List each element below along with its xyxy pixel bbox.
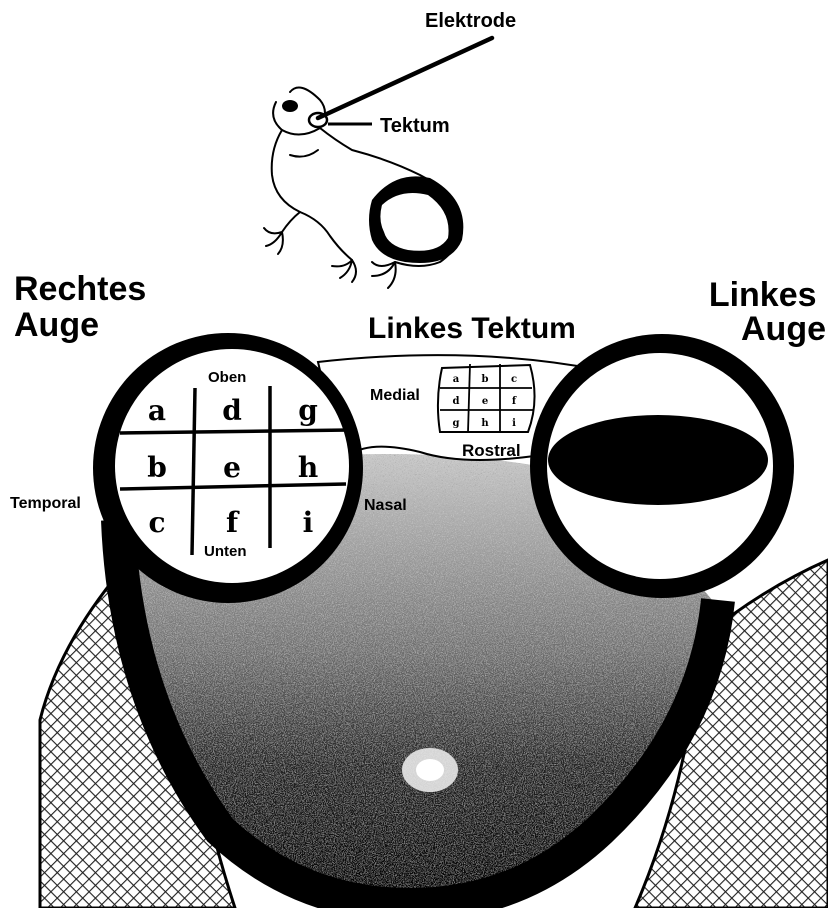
electrode-label: Elektrode	[425, 10, 516, 32]
tectum-cell-a: a	[453, 374, 460, 385]
eye-cell-b: b	[147, 451, 167, 484]
medial-label: Medial	[370, 387, 420, 404]
electrode-line	[318, 38, 492, 118]
left-eye-title-line2: Auge	[741, 310, 826, 348]
eye-cell-g: g	[298, 394, 318, 427]
left-eye-title: Linkes Auge	[709, 276, 826, 348]
tectum-label: Tektum	[380, 115, 450, 137]
eye-cell-a: a	[148, 394, 166, 427]
tectum-cell-i: i	[512, 418, 516, 429]
left-eye-pupil	[548, 415, 768, 505]
tectum-cell-e: e	[482, 396, 488, 407]
eye-cell-h: h	[298, 451, 318, 484]
rostral-label: Rostral	[462, 441, 521, 460]
eye-cell-d: d	[222, 394, 242, 427]
right-eye-title-line1: Rechtes	[14, 270, 146, 308]
bottom-label: Unten	[204, 543, 247, 560]
left-eye-title-line1: Linkes	[709, 276, 817, 314]
eye-cell-f: f	[226, 506, 240, 539]
temporal-label: Temporal	[10, 495, 81, 512]
tectum-cell-g: g	[453, 418, 460, 429]
tectum-cell-c: c	[511, 374, 517, 385]
tectum-cell-b: b	[482, 374, 489, 385]
frog-eye-dot	[282, 100, 298, 112]
top-label: Oben	[208, 369, 246, 386]
nasal-label: Nasal	[364, 497, 407, 514]
eye-cell-c: c	[148, 506, 165, 539]
tectum-cell-d: d	[453, 396, 460, 407]
eye-cell-e: e	[223, 451, 241, 484]
right-eye-title-line2: Auge	[14, 306, 99, 344]
frog-leg-shading	[369, 176, 463, 263]
tectum-cell-f: f	[512, 396, 517, 407]
right-eye-title: Rechtes Auge	[14, 270, 156, 344]
left-tectum-title: Linkes Tektum	[368, 312, 576, 345]
throat-highlight-core	[416, 759, 444, 781]
tectum-cell-h: h	[481, 418, 489, 429]
eye-cell-i: i	[303, 506, 314, 539]
